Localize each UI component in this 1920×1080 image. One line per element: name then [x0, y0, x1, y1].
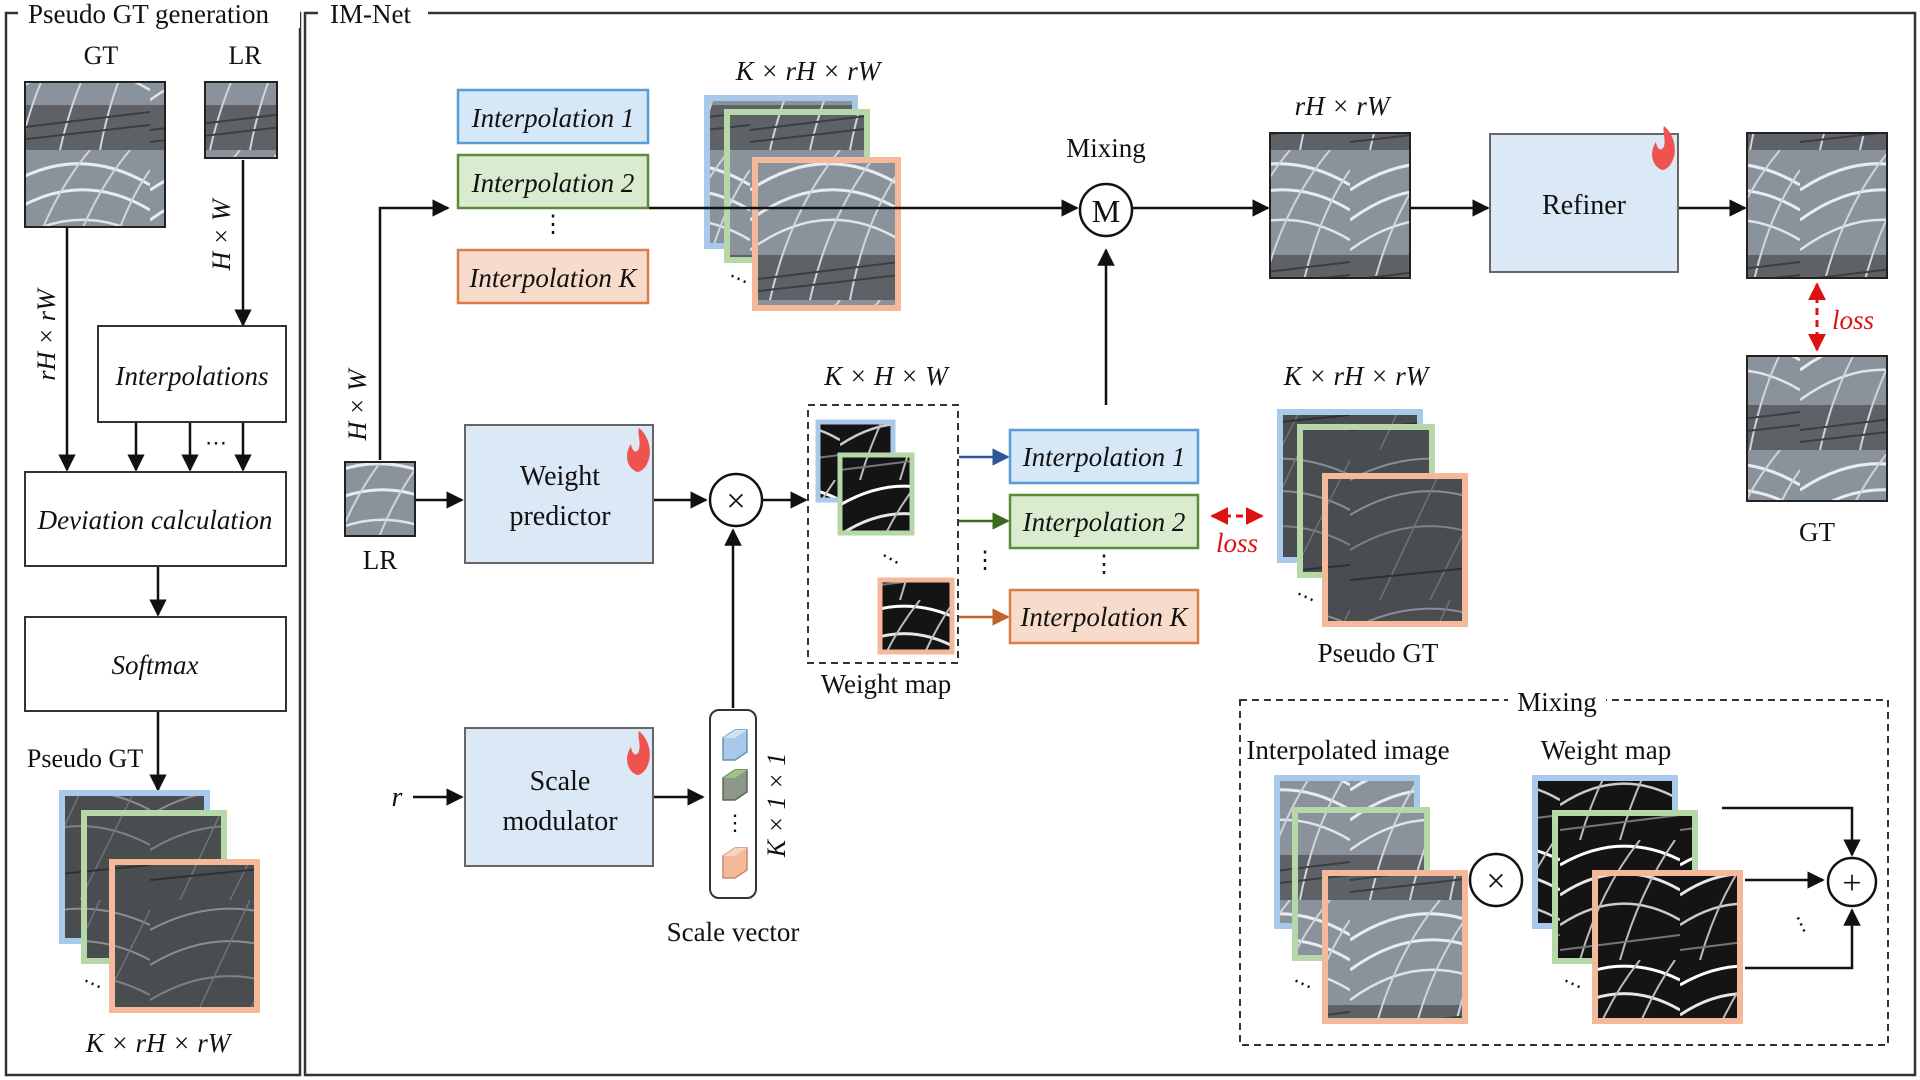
- mixing-interpolated-image-label: Interpolated image: [1246, 735, 1449, 765]
- top-interp-k-box: [456, 248, 650, 305]
- scale-vector-cube-green: [722, 769, 748, 801]
- lr-input-dim: H × W: [343, 367, 372, 441]
- left-interp-ellipsis: ⋯: [205, 430, 227, 455]
- top-loss-label: loss: [1832, 305, 1874, 335]
- top-stack-orange: [752, 157, 901, 311]
- left-stack-orange: [109, 859, 260, 1013]
- mixed-output-image: [1269, 132, 1411, 279]
- weight-predictor-label-2: predictor: [509, 501, 611, 532]
- mixing-label: Mixing: [1066, 133, 1146, 163]
- refiner-flame-icon: [1652, 126, 1675, 170]
- scale-modulator-flame-icon: [627, 731, 650, 775]
- mid-arrows-vdots: ⋮: [973, 548, 997, 574]
- mixing-sum-node: [1826, 856, 1878, 908]
- left-pseudo-gt-label: Pseudo GT: [27, 744, 143, 773]
- weight-map-group: [807, 404, 959, 664]
- mid-interp-2-box: [1008, 493, 1200, 550]
- multiply-symbol: ×: [726, 483, 745, 520]
- top-interp-k-label: Interpolation K: [468, 263, 638, 293]
- weight-map-green: [837, 452, 915, 536]
- pseudo-gt-orange: [1322, 473, 1468, 627]
- pseudo-gt-ellipsis: ⋯: [1292, 583, 1319, 611]
- scale-input-r: r: [392, 782, 403, 813]
- left-stack-ellipsis: ⋯: [79, 970, 106, 998]
- mixing-sum-ellipsis: ⋯: [1787, 911, 1815, 938]
- softmax-label: Softmax: [112, 650, 199, 680]
- scale-vector-cube-orange: [722, 847, 748, 879]
- mid-interp-1-box: [1008, 428, 1200, 485]
- left-gt-image: [24, 81, 166, 228]
- interpolations-label: Interpolations: [115, 361, 269, 391]
- left-dim-rhw: rH × rW: [32, 287, 61, 381]
- right-gt-label: GT: [1799, 517, 1835, 547]
- mid-loss-label: loss: [1216, 528, 1258, 558]
- mixing-detail-title: Mixing: [1517, 687, 1597, 717]
- pseudo-gt-dim: K × rH × rW: [1283, 361, 1431, 391]
- scale-modulator-label-1: Scale: [530, 766, 591, 797]
- top-stack-ellipsis: ⋯: [725, 265, 752, 293]
- top-interp-1-box: [456, 88, 650, 145]
- weight-map-label: Weight map: [821, 669, 952, 699]
- mixing-interp-ellipsis: ⋯: [1289, 970, 1316, 998]
- scale-modulator-label-2: modulator: [502, 806, 618, 837]
- mixing-sum-symbol: +: [1842, 865, 1861, 902]
- mid-interp-1-label: Interpolation 1: [1022, 442, 1186, 472]
- mixing-weight-map-label: Weight map: [1541, 735, 1672, 765]
- multiply-node: [708, 472, 764, 528]
- weight-map-ellipsis: ⋯: [876, 545, 904, 574]
- top-interp-vdots: ⋮: [541, 212, 565, 238]
- im-net-panel: [303, 11, 1917, 1077]
- weight-predictor-box: [464, 424, 654, 564]
- left-dim-bottom: K × rH × rW: [85, 1028, 233, 1058]
- left-gt-label: GT: [84, 41, 119, 70]
- left-dim-hw: H × W: [207, 197, 236, 271]
- top-interp-2-label: Interpolation 2: [471, 168, 635, 198]
- mixing-interp-orange: [1322, 870, 1468, 1024]
- refined-output-image: [1746, 132, 1888, 279]
- lr-input-label: LR: [363, 545, 398, 575]
- weight-predictor-flame-icon: [627, 428, 650, 472]
- mid-interp-k-box: [1008, 588, 1200, 645]
- mid-interp-k-label: Interpolation K: [1019, 602, 1189, 632]
- top-interp-2-box: [456, 153, 650, 210]
- mixing-multiply-symbol: ×: [1486, 863, 1505, 900]
- weight-map-dim: K × H × W: [823, 361, 950, 391]
- right-gt-image: [1746, 355, 1888, 502]
- deviation-box: [24, 471, 287, 567]
- deviation-label: Deviation calculation: [37, 505, 273, 535]
- mixing-multiply-node: [1468, 852, 1524, 908]
- mid-interp-vdots: ⋮: [1092, 552, 1116, 578]
- refiner-label: Refiner: [1542, 190, 1627, 221]
- softmax-box: [24, 616, 287, 712]
- top-interp-1-label: Interpolation 1: [471, 103, 635, 133]
- mid-interp-2-label: Interpolation 2: [1022, 507, 1186, 537]
- scale-modulator-box: [464, 727, 654, 867]
- weight-predictor-label-1: Weight: [520, 461, 600, 492]
- scale-vector-vdots: ⋮: [724, 810, 746, 835]
- left-lr-image: [204, 81, 278, 159]
- weight-map-orange: [877, 577, 955, 655]
- left-lr-label: LR: [228, 41, 262, 70]
- im-net-panel-title: IM-Net: [330, 0, 411, 29]
- scale-vector-cube-blue: [722, 729, 748, 761]
- top-stack-dim: K × rH × rW: [735, 56, 883, 86]
- mixing-wm-ellipsis: ⋯: [1559, 970, 1586, 998]
- lr-input-image: [344, 461, 416, 537]
- refiner-box: [1489, 133, 1679, 273]
- interpolations-box: [97, 325, 287, 423]
- mixing-wm-orange: [1592, 870, 1743, 1024]
- pseudo-gt-label: Pseudo GT: [1318, 638, 1439, 668]
- pseudo-gt-panel-title: Pseudo GT generation: [28, 0, 269, 29]
- scale-vector-dim: K × 1 × 1: [762, 753, 791, 858]
- mixing-symbol: M: [1092, 193, 1120, 229]
- mixing-node: [1078, 182, 1134, 238]
- mixed-output-dim: rH × rW: [1295, 91, 1392, 121]
- scale-vector-label: Scale vector: [667, 917, 800, 947]
